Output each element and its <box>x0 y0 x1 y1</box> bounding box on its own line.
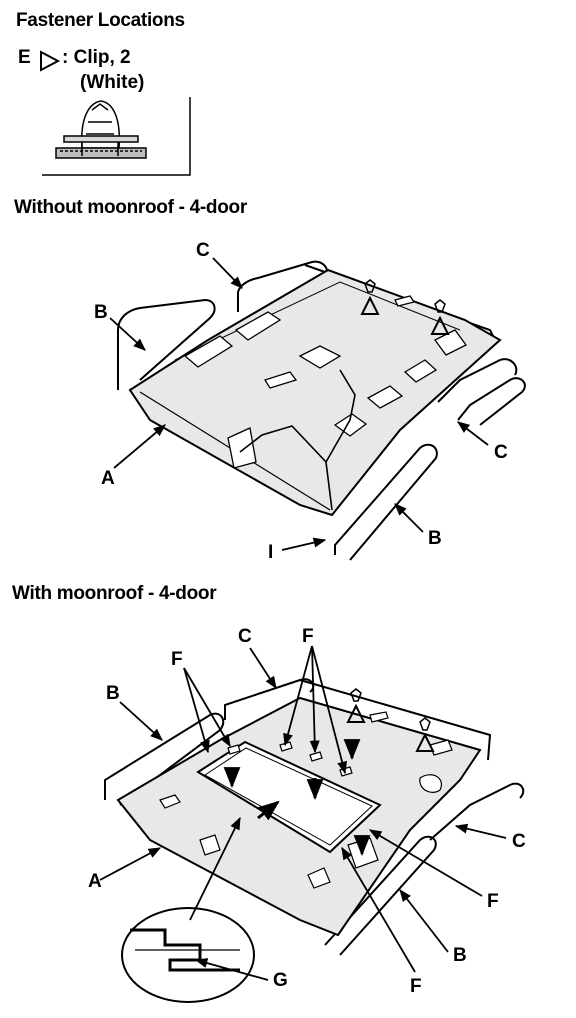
fastener-code-e: E <box>18 47 31 68</box>
label-f-bottom: F <box>410 976 422 997</box>
label-b-bottom-2: B <box>453 945 467 966</box>
label-f-right: F <box>487 891 499 912</box>
label-i: I <box>268 542 274 563</box>
headliner-with-moonroof <box>99 645 525 1003</box>
without-moonroof-title: Without moonroof - 4-door <box>14 197 247 218</box>
label-c-right-2: C <box>512 831 526 852</box>
label-b-left-2: B <box>106 683 120 704</box>
label-c-top: C <box>196 240 210 261</box>
clip-inset-illustration <box>42 97 191 176</box>
label-f-top-left: F <box>171 649 183 670</box>
fastener-color: (White) <box>80 72 145 93</box>
fastener-description: : Clip, 2 <box>62 47 131 68</box>
label-a-2: A <box>88 871 102 892</box>
label-c-top-2: C <box>238 626 252 647</box>
headliner-without-moonroof <box>109 257 526 561</box>
with-moonroof-title: With moonroof - 4-door <box>12 583 217 604</box>
clip-triangle-icon <box>40 50 61 72</box>
label-c-right: C <box>494 442 508 463</box>
label-a: A <box>101 468 115 489</box>
label-g: G <box>273 970 288 991</box>
fastener-locations-title: Fastener Locations <box>16 10 185 31</box>
label-f-top-center: F <box>302 626 314 647</box>
label-b-left: B <box>94 302 108 323</box>
detail-circle-g <box>121 907 255 1003</box>
label-b-bottom: B <box>428 528 442 549</box>
